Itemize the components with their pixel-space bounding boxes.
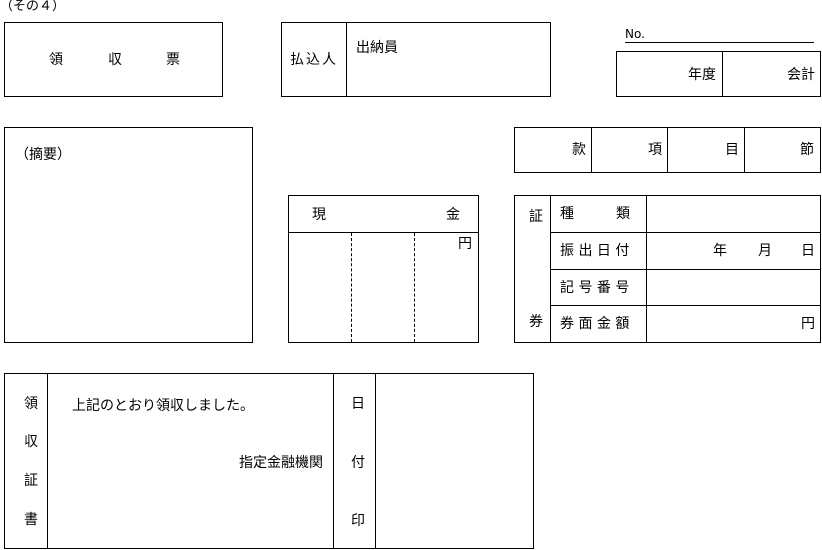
cash-box: 現 金 円: [288, 195, 479, 343]
number-label: No.: [625, 27, 645, 41]
budget-setsu: 節: [800, 142, 814, 158]
receipt-certificate-box: 領 収 証 書 上記のとおり領収しました。 指定金融機関 日 付 印: [4, 373, 534, 549]
receipt-title-char-3: 票: [166, 52, 180, 68]
fiscal-box: 年度 会計: [616, 51, 821, 97]
date-stamp-char-3: 印: [351, 513, 365, 529]
cash-column-divider: [351, 233, 352, 342]
date-stamp-char-2: 付: [351, 455, 365, 471]
date-stamp-char-1: 日: [351, 396, 365, 412]
budget-kan: 款: [572, 142, 586, 158]
cash-label-left: 現: [312, 207, 326, 223]
budget-moku: 目: [725, 142, 739, 158]
fiscal-year-label: 年度: [688, 67, 716, 83]
issue-date-day: 日: [801, 243, 815, 259]
summary-box: （摘要）: [4, 127, 253, 343]
payer-box: 払込人 出納員: [281, 22, 551, 97]
securities-face-value-label: 券 面 金 額: [560, 316, 630, 332]
receipt-statement: 上記のとおり領収しました。: [72, 398, 254, 414]
securities-side-top: 証: [529, 209, 543, 225]
summary-label: （摘要）: [15, 147, 71, 163]
receipt-title-box: 領 収 票: [4, 22, 223, 97]
number-line: [625, 42, 814, 43]
receipt-title-char-1: 領: [49, 52, 63, 68]
certificate-side-char-1: 領: [24, 396, 38, 412]
securities-box: 証 券 種 類 振 出 日 付 年 月 日 記 号 番 号 券 面 金 額 円: [514, 195, 821, 343]
payer-label: 払込人: [290, 52, 338, 68]
certificate-side-char-4: 書: [24, 512, 38, 528]
securities-type-label: 種 類: [560, 206, 630, 222]
cash-unit: 円: [458, 236, 472, 252]
certificate-side-char-2: 収: [24, 434, 38, 450]
designated-financial-institution: 指定金融機関: [239, 455, 323, 471]
issue-date-month: 月: [758, 243, 772, 259]
receipt-title-char-2: 収: [108, 52, 122, 68]
face-value-unit: 円: [801, 316, 815, 332]
account-label: 会計: [787, 67, 815, 83]
budget-kou: 項: [648, 142, 662, 158]
cash-label-right: 金: [446, 207, 460, 223]
budget-classification: 款 項 目 節: [514, 127, 821, 173]
securities-side-bottom: 券: [529, 314, 543, 330]
securities-issue-date-label: 振 出 日 付: [560, 243, 630, 259]
payer-value: 出納員: [356, 40, 398, 56]
certificate-side-char-3: 証: [24, 473, 38, 489]
cash-column-divider: [414, 233, 415, 342]
form-subtitle: （その４）: [0, 0, 66, 14]
securities-number-label: 記 号 番 号: [560, 280, 630, 296]
issue-date-year: 年: [713, 243, 727, 259]
